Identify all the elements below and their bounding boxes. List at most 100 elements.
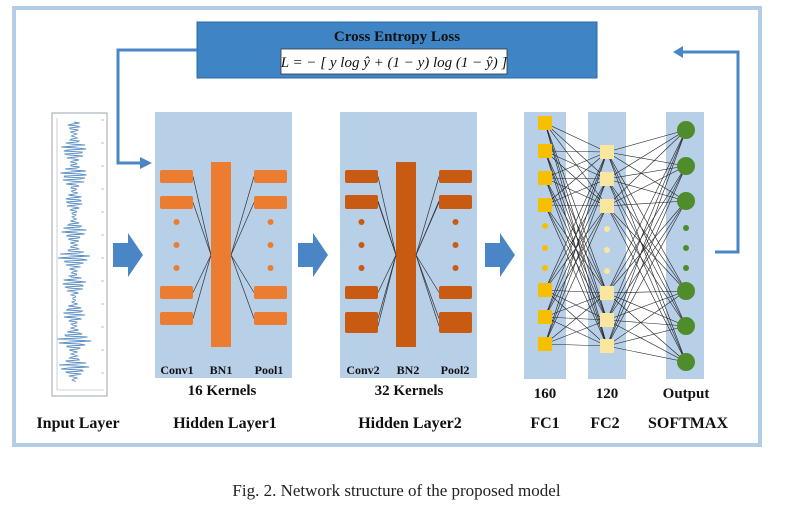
fc-connection: [544, 122, 608, 180]
fc-connection: [606, 129, 687, 347]
fc-connection: [606, 290, 687, 294]
fc1-neuron: [538, 283, 552, 297]
connection-line: [192, 202, 212, 256]
connection-line: [377, 254, 397, 293]
output-ellipsis-dot: [683, 245, 689, 251]
figure-caption: Fig. 2. Network structure of the propose…: [232, 481, 561, 500]
fc-connection: [606, 151, 687, 292]
fc-connection: [606, 319, 687, 327]
fc-connection: [544, 292, 608, 318]
ellipsis-dot: [173, 219, 180, 225]
ellipsis-dot: [452, 242, 459, 248]
fc-connection: [606, 319, 687, 363]
fc-connection: [606, 200, 687, 207]
hidden-layer2-name: Hidden Layer2: [358, 415, 462, 432]
ellipsis-dot: [452, 219, 459, 225]
fc-connection: [606, 178, 687, 202]
outer-frame: [12, 6, 762, 447]
fc-connection: [544, 151, 608, 179]
fc-connection: [544, 177, 608, 294]
fc-connection: [606, 165, 687, 294]
fc-connection: [544, 316, 608, 347]
fc-connection: [606, 325, 687, 347]
batch-norm-bar: [211, 162, 231, 347]
fc-connection: [606, 292, 687, 327]
connection-line: [230, 254, 255, 293]
connection-line: [230, 254, 255, 319]
ellipsis-dot: [267, 265, 274, 271]
fc-connection: [606, 205, 687, 363]
connection-line: [230, 202, 255, 256]
fc-connection: [544, 204, 608, 321]
loss-title: Cross Entropy Loss: [334, 29, 460, 45]
fc-connection: [544, 151, 608, 318]
fc-connection: [606, 129, 687, 321]
fc1-neuron: [538, 337, 552, 351]
hidden-layer1-name: Hidden Layer1: [173, 415, 277, 432]
feedback-arrow-left: [116, 48, 197, 165]
pool-feature-map: [439, 195, 472, 208]
fc-connection: [544, 292, 608, 345]
output-neuron: [677, 353, 695, 371]
fc2-neuron: [600, 286, 614, 300]
pool-feature-map: [254, 286, 287, 299]
feedback-arrow-left-head: [140, 157, 152, 169]
fc-connection: [544, 151, 608, 206]
fc-connection: [606, 205, 687, 292]
pool-feature-map: [439, 170, 472, 183]
fc-connection: [606, 165, 687, 180]
fc-connection: [544, 150, 608, 294]
softmax-name: SOFTMAX: [648, 415, 728, 432]
conv-feature-map: [345, 286, 378, 299]
connection-line: [415, 254, 440, 293]
fc-connection: [606, 345, 687, 363]
fc-connection: [606, 200, 687, 321]
feedback-arrow-right: [683, 50, 740, 254]
pool-feature-map: [439, 286, 472, 299]
connection-line: [377, 254, 397, 327]
connection-line: [192, 176, 212, 256]
input-signal: [51, 112, 108, 397]
fc1-ellipsis-dot: [542, 223, 548, 229]
ellipsis-dot: [267, 219, 274, 225]
output-neuron: [677, 282, 695, 300]
fc-connection: [606, 178, 687, 327]
fc-connection: [606, 178, 687, 363]
fc1-neuron: [538, 198, 552, 212]
fc-connection: [544, 122, 608, 207]
conv-feature-map: [160, 170, 193, 183]
fc2-neuron: [600, 199, 614, 213]
connection-line: [415, 254, 440, 319]
output-neuron: [677, 157, 695, 175]
hidden2-kernels: 32 Kernels: [375, 383, 444, 399]
hidden1-label-pool: Pool1: [255, 363, 284, 377]
fc-connection: [606, 200, 687, 347]
output-label: Output: [663, 386, 710, 402]
fc-connection: [544, 178, 608, 345]
ellipsis-dot: [267, 242, 274, 248]
conv-feature-map: [160, 312, 193, 325]
flow-arrow-2: [298, 233, 328, 277]
pool-feature-map: [439, 320, 472, 333]
output-neuron: [677, 317, 695, 335]
fc-connection: [544, 150, 608, 153]
fc2-neuron: [600, 313, 614, 327]
connection-line: [230, 176, 255, 256]
fc1-neuron: [538, 310, 552, 324]
fc2-ellipsis-dot: [604, 247, 610, 253]
hidden2-label-bn: BN2: [397, 363, 420, 377]
connection-line: [377, 176, 397, 256]
hidden1-label-bn: BN1: [210, 363, 233, 377]
fc-connection: [606, 205, 687, 327]
conv-feature-map: [345, 170, 378, 183]
fc2-neuron: [600, 339, 614, 353]
pool-feature-map: [254, 196, 287, 209]
ellipsis-dot: [358, 242, 365, 248]
fc-connection: [606, 292, 687, 363]
fc1-neuron: [538, 116, 552, 130]
fc-connection: [544, 204, 608, 294]
fc-connection: [606, 151, 687, 202]
fc-connection: [606, 129, 687, 180]
fc-connection: [606, 178, 687, 292]
hidden2-label-pool: Pool2: [441, 363, 470, 377]
